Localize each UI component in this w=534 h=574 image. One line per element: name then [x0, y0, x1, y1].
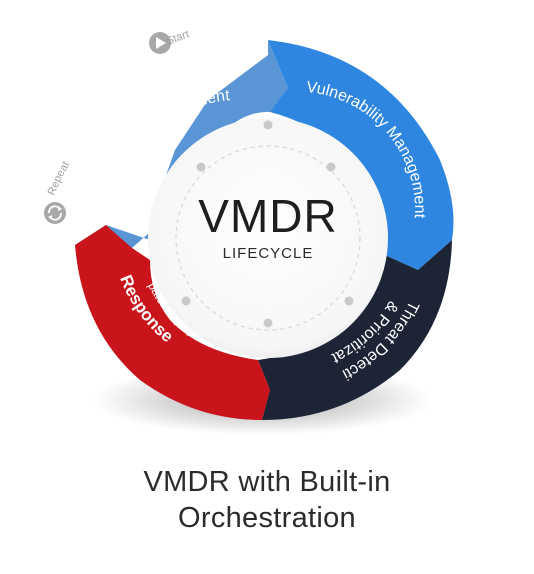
play-icon-glyph: [156, 37, 166, 49]
segment-asset-management[interactable]: [75, 40, 288, 248]
center-title: VMDR: [198, 190, 337, 242]
center-dashed-ring: [175, 145, 361, 331]
caption-line1: VMDR with Built-in: [143, 466, 391, 498]
center-disk: [148, 118, 388, 358]
repeat-marker: Repeat: [44, 160, 72, 224]
caption: VMDR with Built-in Orchestration: [0, 464, 534, 536]
refresh-icon-arrow: [48, 206, 62, 219]
segment-threat-detection[interactable]: [258, 240, 452, 420]
start-marker: Start: [149, 28, 191, 54]
repeat-label: Repeat: [46, 160, 72, 198]
segment-vulnerability-management[interactable]: [268, 40, 454, 270]
caption-line2: Orchestration: [178, 502, 356, 534]
start-label: Start: [165, 28, 191, 47]
center-dots: [181, 120, 354, 328]
segment-response[interactable]: [75, 225, 270, 420]
center-subtitle: LIFECYCLE: [223, 245, 314, 262]
refresh-icon: [44, 202, 66, 224]
